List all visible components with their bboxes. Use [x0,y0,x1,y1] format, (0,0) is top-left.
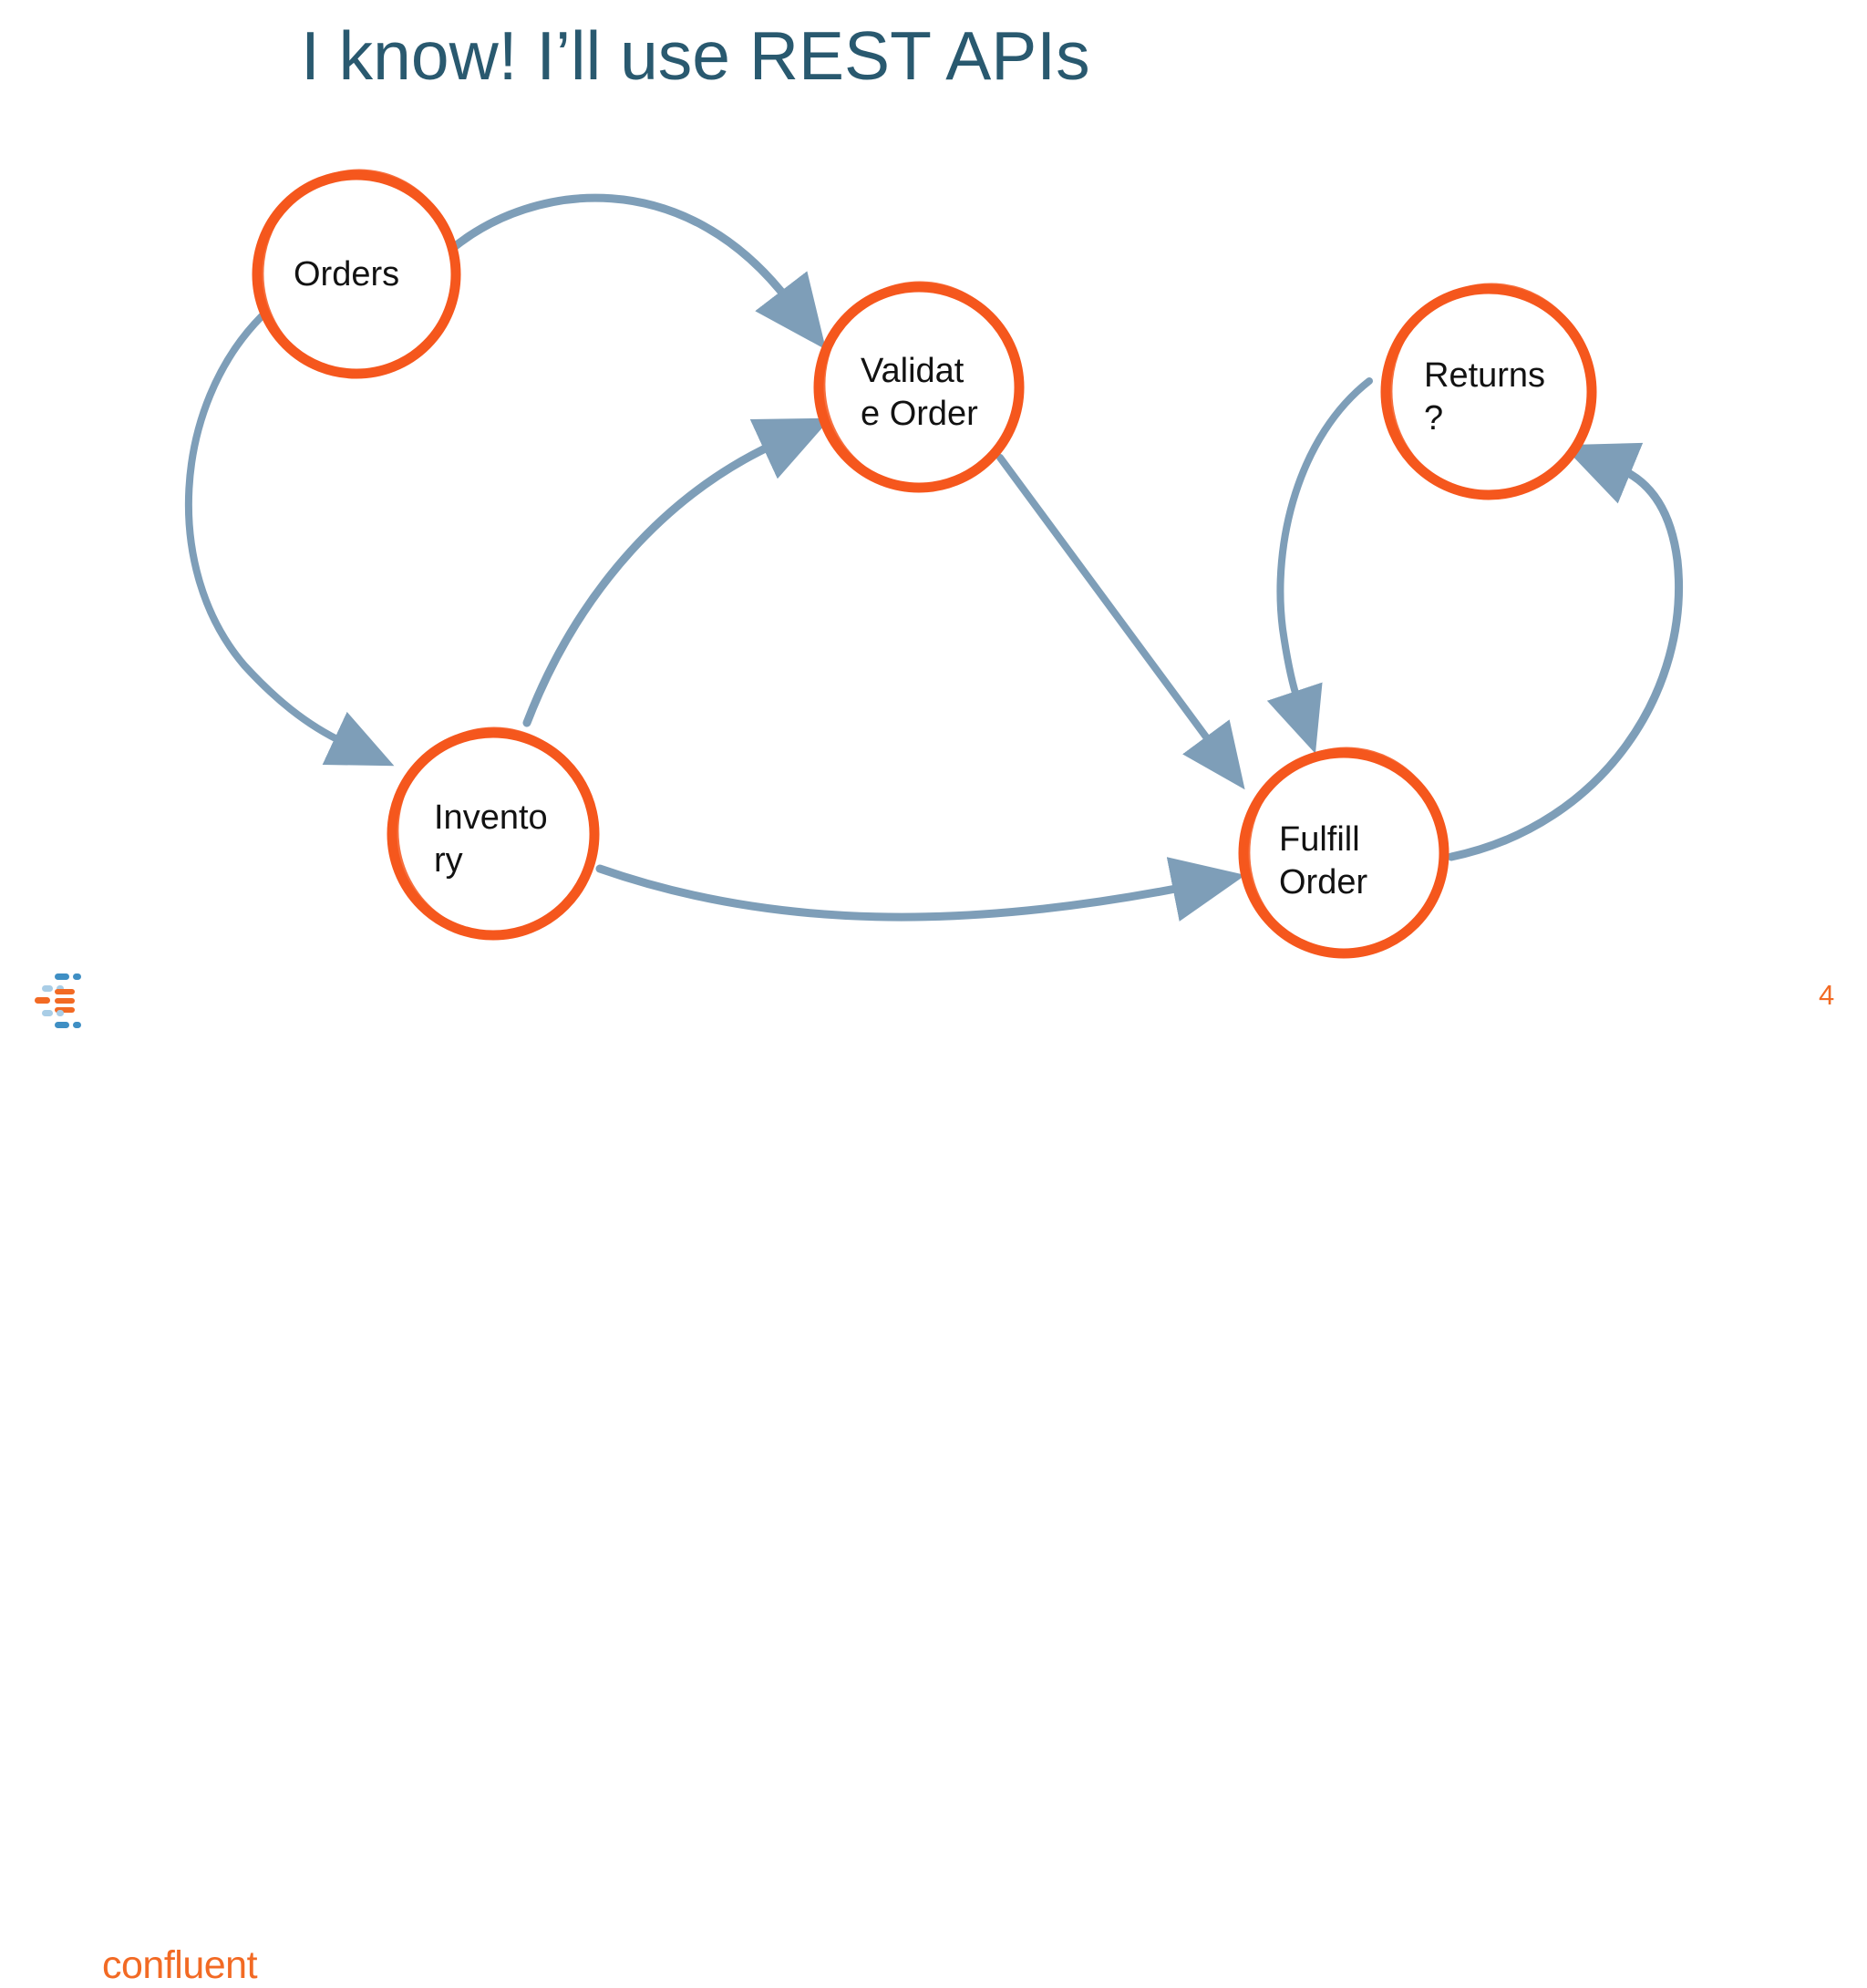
logo-dash [55,973,69,980]
logo-dash [73,973,81,980]
edge-orders-to-validate-order [449,193,827,350]
node-validate-order [813,281,1025,493]
confluent-logo: confluent [27,966,264,1987]
node-returns [1380,283,1597,500]
logo-dash [57,1010,64,1016]
node-label-fulfill-order: Fulfill Order [1279,820,1368,901]
node-label-returns: Returns ? [1424,356,1546,438]
logo-dash [55,1007,75,1013]
node-label-validate-order: Validat e Order [861,352,978,433]
edge-orders-to-inventory [184,313,395,767]
logo-dash [42,985,53,992]
logo-dash [57,985,64,992]
node-inventory [387,726,600,941]
logo-dash [55,1022,69,1028]
page-number: 4 [1819,979,1835,1011]
logo-dash [55,989,75,994]
edge-validate-order-to-fulfill-order [996,454,1245,790]
diagram-canvas [184,169,1683,959]
node-fulfill-order [1238,747,1449,959]
logo-dash [42,1010,53,1016]
edge-fulfill-order-to-returns [1447,442,1683,861]
logo-dash [73,1022,81,1028]
node-label-inventory: Invento ry [434,798,548,880]
logo-dash [35,997,50,1004]
logo-dash [55,998,75,1004]
node-label-orders: Orders [294,255,400,294]
edge-inventory-to-fulfill-order [595,857,1246,922]
node-orders [252,169,461,379]
edge-returns-to-fulfill-order [1266,377,1373,754]
slide-title: I know! I’ll use REST APIs [301,17,1090,94]
edge-inventory-to-validate-order [522,417,831,727]
confluent-logo-text: confluent [102,1943,258,1987]
